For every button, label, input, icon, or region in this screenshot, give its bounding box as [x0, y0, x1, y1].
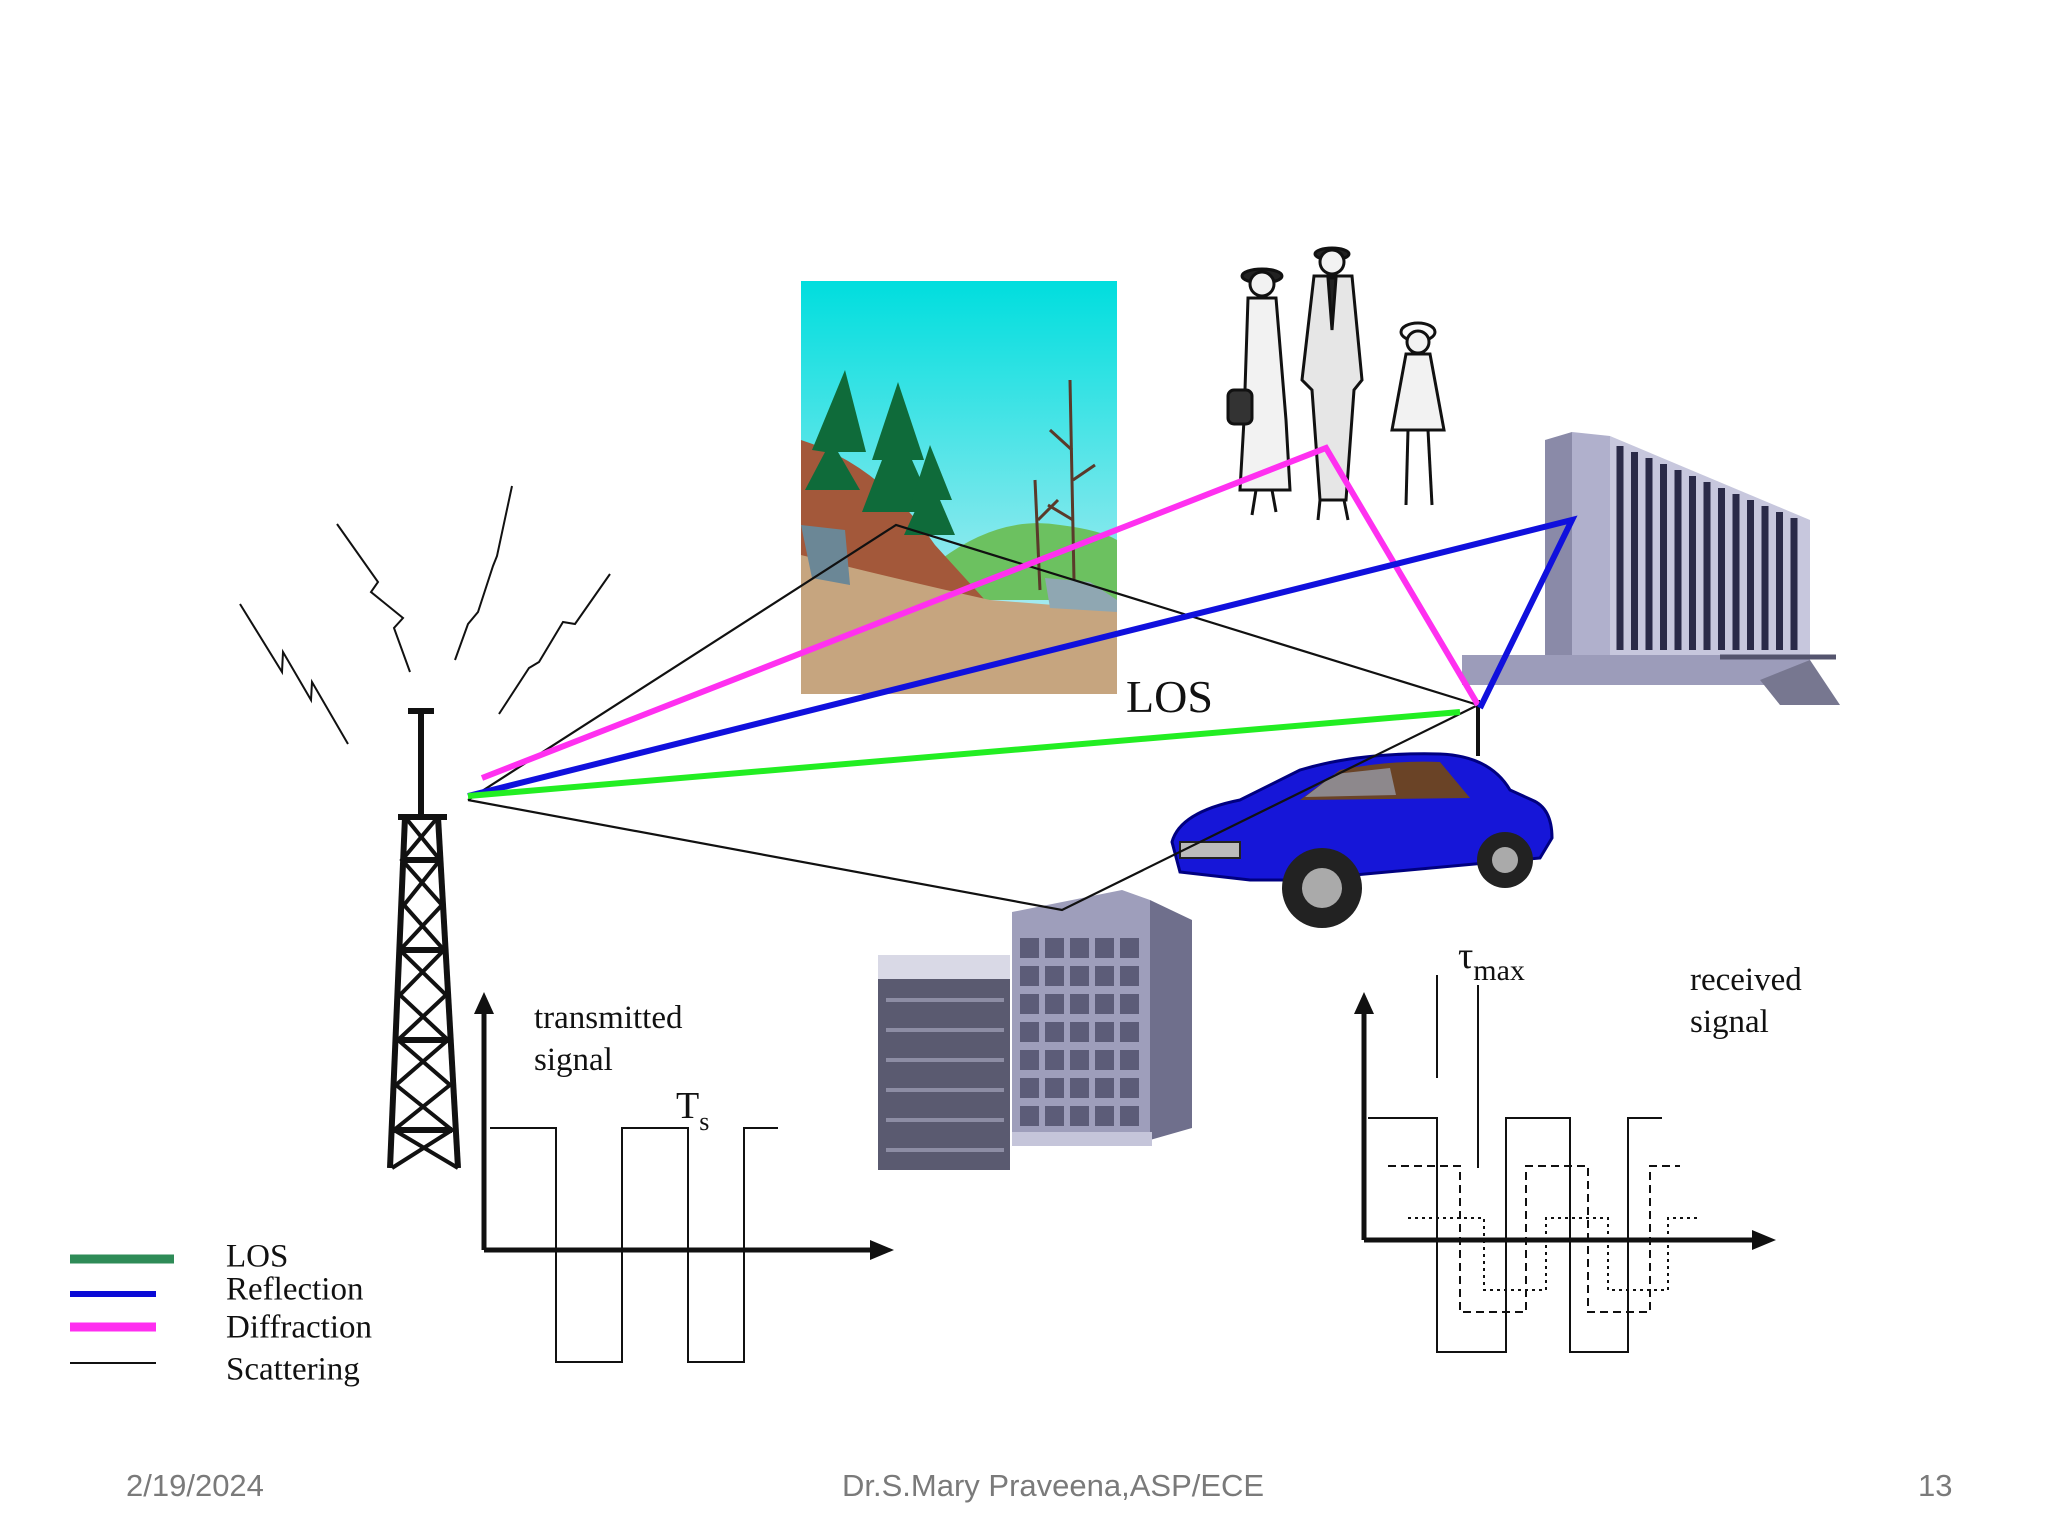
- building-window: [1070, 1106, 1089, 1126]
- building-window: [1070, 938, 1089, 958]
- footer-date: 2/19/2024: [126, 1468, 264, 1503]
- building-window: [1095, 1078, 1114, 1098]
- received-label-line2: signal: [1690, 1004, 1769, 1040]
- building-window: [1045, 1078, 1064, 1098]
- footer-page-number: 13: [1918, 1468, 1953, 1503]
- tau-max-label: τmax: [1458, 935, 1525, 987]
- building-window: [1045, 1022, 1064, 1042]
- building-window: [1120, 994, 1139, 1014]
- diffraction-path: [480, 444, 1481, 781]
- received-signal-plot: [1354, 975, 1776, 1353]
- legend-reflection-label: Reflection: [226, 1272, 363, 1308]
- legend-scattering-label: Scattering: [226, 1352, 360, 1388]
- building-window: [1045, 994, 1064, 1014]
- building-window: [1120, 1078, 1139, 1098]
- building-window: [1095, 938, 1114, 958]
- building-window: [1120, 1022, 1139, 1042]
- building-window: [1070, 1078, 1089, 1098]
- transmitted-label-line1: transmitted: [534, 1000, 683, 1036]
- radio-tower-icon: [387, 708, 461, 1170]
- building-window: [1120, 938, 1139, 958]
- building-window: [1070, 1022, 1089, 1042]
- legend-los-label: LOS: [226, 1239, 288, 1275]
- building-window: [1095, 1022, 1114, 1042]
- building-window: [1120, 1050, 1139, 1070]
- office-building-icon: [1462, 432, 1840, 705]
- los-label: LOS: [1126, 671, 1213, 722]
- transmitted-signal-plot: [474, 992, 894, 1363]
- scattering-path-lower: [467, 704, 1479, 912]
- building-window: [1095, 994, 1114, 1014]
- building-window: [1070, 994, 1089, 1014]
- scattering-paths: [467, 523, 1479, 912]
- building-window: [1070, 1050, 1089, 1070]
- building-window: [1020, 938, 1039, 958]
- building-window: [1020, 966, 1039, 986]
- building-window: [1095, 1050, 1114, 1070]
- radiation-bolts-icon: [239, 485, 611, 745]
- reflection-path: [467, 515, 1578, 799]
- building-window: [1120, 966, 1139, 986]
- building-window: [1095, 966, 1114, 986]
- building-window: [1020, 994, 1039, 1014]
- building-window: [1020, 1078, 1039, 1098]
- car-icon: [1170, 700, 1554, 928]
- symbol-period-label: Ts: [676, 1085, 709, 1136]
- building-window: [1045, 938, 1064, 958]
- buildings-icon: [878, 890, 1192, 1170]
- legend-diffraction-label: Diffraction: [226, 1310, 372, 1346]
- building-window: [1020, 1022, 1039, 1042]
- building-window: [1070, 966, 1089, 986]
- building-window: [1020, 1106, 1039, 1126]
- building-window: [1045, 1050, 1064, 1070]
- footer-author: Dr.S.Mary Praveena,ASP/ECE: [842, 1468, 1265, 1503]
- scattering-path-upper: [467, 523, 1479, 801]
- building-window: [1045, 966, 1064, 986]
- received-label-line1: received: [1690, 962, 1802, 998]
- building-window: [1045, 1106, 1064, 1126]
- building-window: [1120, 1106, 1139, 1126]
- legend: LOS Reflection Diffraction Scattering: [70, 1239, 372, 1388]
- building-window: [1095, 1106, 1114, 1126]
- family-icon: [1226, 246, 1446, 521]
- los-path: [467, 709, 1461, 799]
- building-window: [1020, 1050, 1039, 1070]
- transmitted-label-line2: signal: [534, 1042, 613, 1078]
